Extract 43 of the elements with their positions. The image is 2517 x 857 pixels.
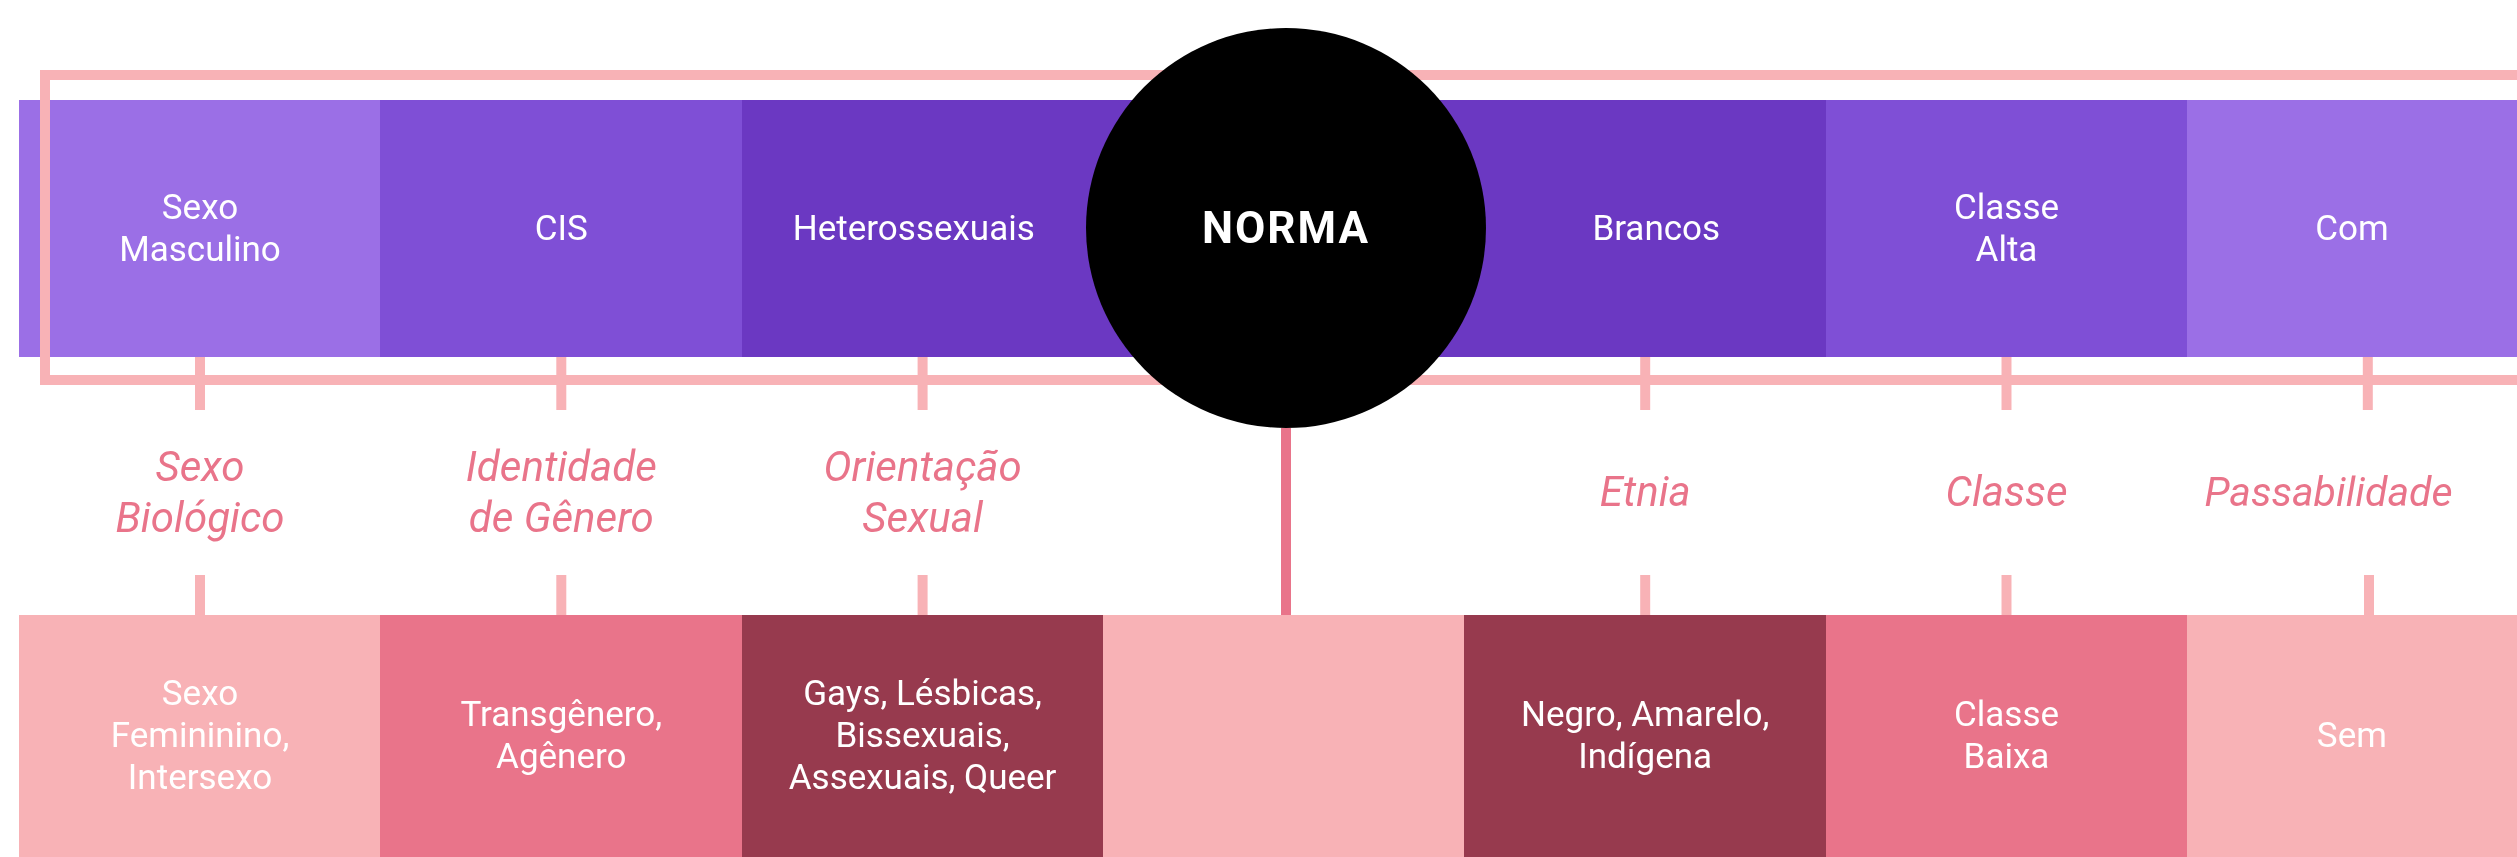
category-text: CIS xyxy=(534,207,588,250)
category-text: Classe Alta xyxy=(1953,186,2060,271)
non-norm-category-box xyxy=(19,615,381,857)
norm-category-box xyxy=(2186,100,2517,357)
non-norm-category-box xyxy=(741,615,1104,857)
norma-label: NORMA xyxy=(1201,201,1370,255)
category-text: Negro, Amarelo, Indígena xyxy=(1520,694,1771,778)
category-label: Orientação Sexual xyxy=(822,442,1023,543)
category-text: Gays, Lésbicas, Bissexuais, Assexuais, Queer xyxy=(787,673,1058,799)
connector-line xyxy=(1640,357,1651,410)
connector-line xyxy=(556,357,567,410)
connector-line xyxy=(2362,357,2373,410)
connector-line xyxy=(195,575,205,615)
category-text: Sem xyxy=(2316,715,2387,757)
norm-category-box xyxy=(1825,100,2188,357)
connector-line xyxy=(2001,357,2012,410)
non-norm-category-box xyxy=(1102,615,1465,857)
norm-category-box xyxy=(19,100,381,357)
category-text: Sexo Masculino xyxy=(118,186,282,271)
category-text: Brancos xyxy=(1592,207,1721,250)
category-label: Identidade de Gênero xyxy=(464,442,658,543)
connector-line xyxy=(2364,575,2374,615)
category-label: Classe xyxy=(1945,467,2068,518)
category-label: Passabilidade xyxy=(2204,467,2453,518)
connector-line xyxy=(556,575,567,615)
connector-line xyxy=(195,357,205,410)
category-text: Transgênero, Agênero xyxy=(459,694,664,778)
category-text: Classe Baixa xyxy=(1953,694,2060,778)
non-norm-category-box xyxy=(1825,615,2188,857)
connector-line xyxy=(1640,575,1651,615)
non-norm-category-box xyxy=(380,615,743,857)
category-text: Heterossexuais xyxy=(792,207,1035,250)
norm-category-box xyxy=(380,100,743,357)
non-norm-category-box xyxy=(2186,615,2517,857)
connector-line xyxy=(917,575,928,615)
category-label: Sexo Biológico xyxy=(114,442,286,543)
category-text: Sexo Femininino, Intersexo xyxy=(109,673,291,799)
connector-line xyxy=(2001,575,2012,615)
category-text: Com xyxy=(2315,207,2389,250)
non-norm-category-box xyxy=(1464,615,1827,857)
connector-line xyxy=(917,357,928,410)
category-label: Etnia xyxy=(1599,467,1691,518)
connector-line xyxy=(1281,428,1291,615)
